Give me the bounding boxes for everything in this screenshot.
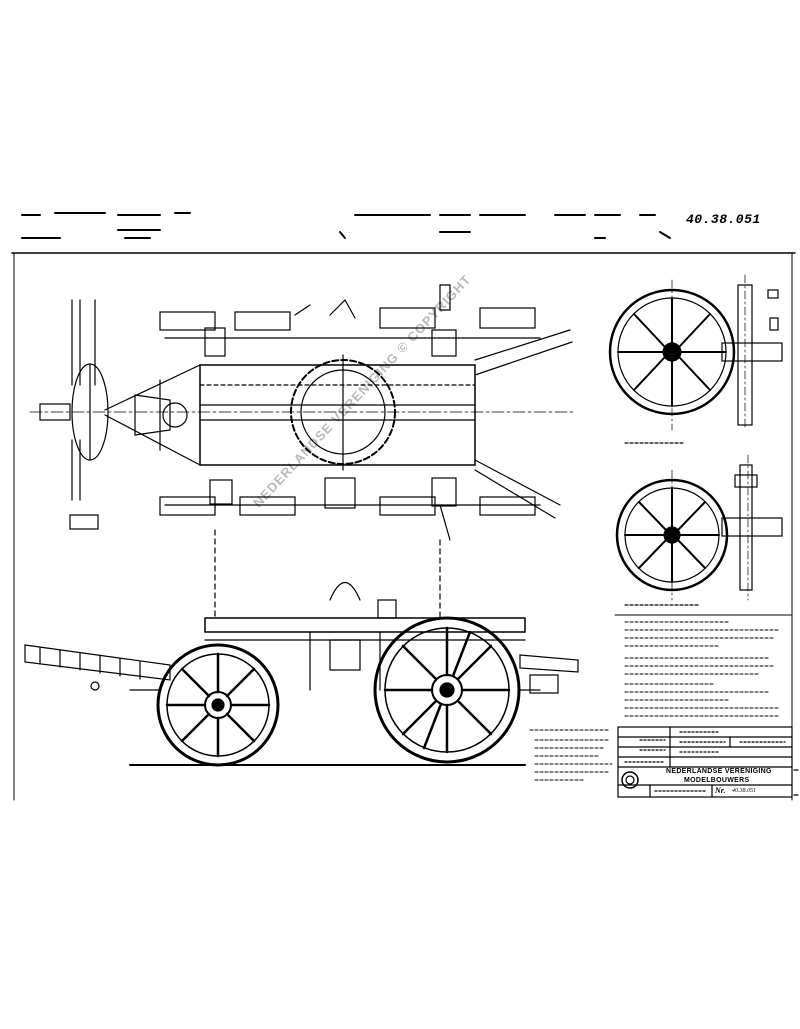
notes-block	[529, 614, 793, 781]
header-marks	[21, 212, 671, 239]
side-elevation	[24, 529, 579, 767]
title-block-org-line1: NEDERLANDSE VERENIGING	[666, 768, 772, 775]
title-block-number-label: Nr.	[715, 786, 726, 795]
plan-view	[29, 284, 576, 541]
title-block-number-value: 40.38.051	[732, 788, 756, 794]
title-block	[617, 726, 793, 798]
title-block-org-line2: MODELBOUWERS	[684, 777, 750, 784]
wheel-detail-views	[608, 274, 783, 606]
drawing-number: 40.38.051	[686, 212, 761, 227]
